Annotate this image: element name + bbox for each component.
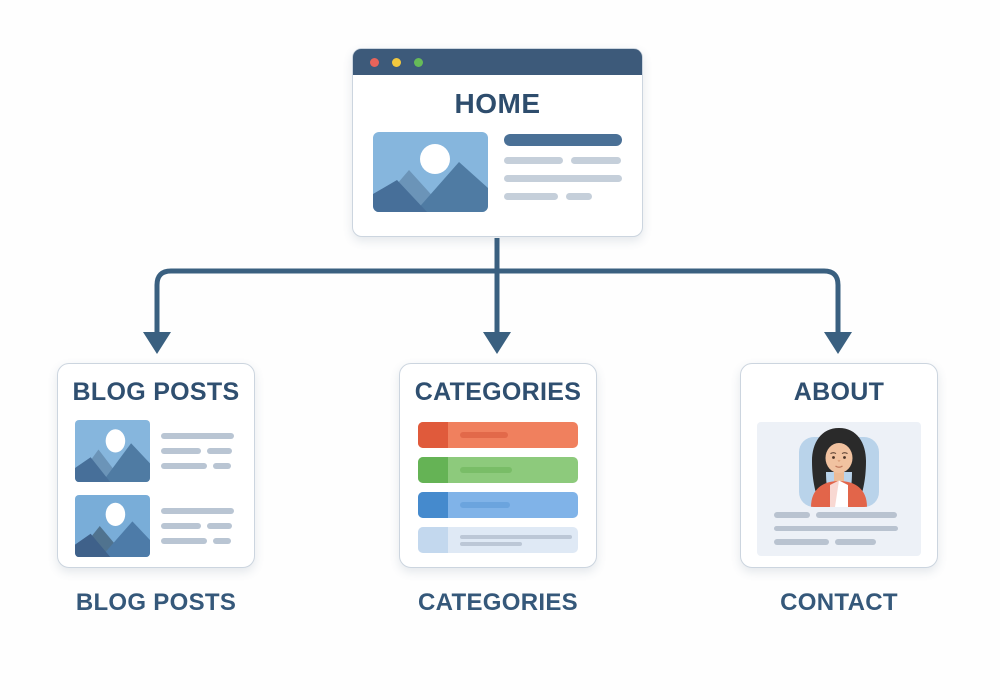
text-line xyxy=(816,512,897,518)
text-line xyxy=(161,463,207,469)
blog-posts-node: BLOG POSTS xyxy=(57,363,255,568)
text-line xyxy=(460,535,572,539)
category-item-orange xyxy=(418,422,578,448)
category-item-green xyxy=(418,457,578,483)
text-line xyxy=(161,433,234,439)
text-line xyxy=(206,523,232,529)
arrowhead-middle-icon xyxy=(483,332,511,354)
text-line xyxy=(504,157,563,164)
text-line xyxy=(161,448,201,454)
categories-node: CATEGORIES xyxy=(399,363,597,568)
category-swatch xyxy=(418,422,448,448)
text-line xyxy=(460,432,508,438)
blog-post-item xyxy=(58,495,254,557)
text-line xyxy=(774,539,829,545)
text-line xyxy=(161,523,201,529)
home-node: HOME xyxy=(352,48,643,237)
post-text-skeleton xyxy=(161,433,237,469)
window-control-green-icon xyxy=(414,57,423,67)
post-text-skeleton xyxy=(161,508,237,544)
connector-right xyxy=(497,268,841,334)
text-line xyxy=(161,508,234,514)
image-placeholder-icon xyxy=(373,132,488,212)
text-line xyxy=(206,448,232,454)
text-line xyxy=(161,538,207,544)
text-line xyxy=(460,502,510,508)
contact-caption: CONTACT xyxy=(780,589,898,616)
category-item-blue xyxy=(418,492,578,518)
text-line xyxy=(504,193,559,200)
arrowhead-left-icon xyxy=(143,332,171,354)
about-profile-panel xyxy=(757,422,921,556)
text-line xyxy=(212,538,231,544)
text-line xyxy=(566,193,593,200)
text-line xyxy=(571,157,621,164)
image-placeholder-icon xyxy=(75,420,150,482)
home-text-skeleton xyxy=(504,132,622,212)
arrowhead-right-icon xyxy=(824,332,852,354)
image-placeholder-icon xyxy=(75,495,150,557)
category-list xyxy=(400,422,596,553)
category-swatch xyxy=(418,492,448,518)
text-line xyxy=(504,175,622,182)
category-swatch xyxy=(418,527,448,553)
woman-avatar xyxy=(797,424,881,508)
browser-titlebar xyxy=(353,49,642,75)
category-item-pale xyxy=(418,527,578,553)
home-node-title: HOME xyxy=(454,88,541,119)
text-line xyxy=(834,539,877,545)
about-node: ABOUT xyxy=(740,363,938,568)
home-node-body xyxy=(353,120,642,212)
blog-caption: BLOG POSTS xyxy=(75,589,237,616)
connector-left xyxy=(154,268,497,334)
text-line xyxy=(460,542,522,546)
category-swatch xyxy=(418,457,448,483)
window-control-yellow-icon xyxy=(392,57,401,67)
window-control-red-icon xyxy=(370,57,379,67)
about-text-skeleton xyxy=(757,508,921,545)
categories-caption: CATEGORIES xyxy=(418,589,578,616)
text-line xyxy=(460,467,512,473)
text-line xyxy=(212,463,231,469)
categories-node-title: CATEGORIES xyxy=(414,378,582,406)
blog-post-item xyxy=(58,420,254,482)
text-line xyxy=(774,525,898,531)
text-line-heading xyxy=(504,134,622,146)
about-node-title: ABOUT xyxy=(793,378,885,406)
text-line xyxy=(774,512,811,518)
blog-node-title: BLOG POSTS xyxy=(72,378,240,406)
